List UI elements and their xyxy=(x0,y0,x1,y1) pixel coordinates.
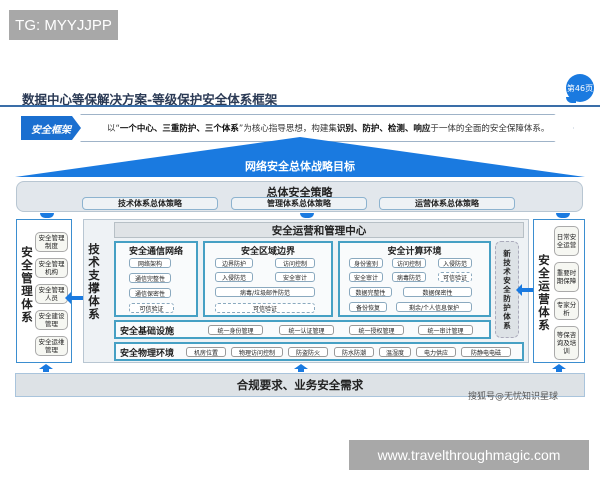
ops-item: 专家分析 xyxy=(554,298,579,320)
zone-title: 安全计算环境 xyxy=(387,247,442,257)
arrow-up-icon xyxy=(294,364,308,372)
zone-chip: 剩余/个人信息保护 xyxy=(396,302,472,312)
mgmt-item: 安全建设管理 xyxy=(35,310,68,330)
desc-bold-2: 识别、防护、检测、响应 xyxy=(336,124,431,134)
zone-compute-env: 安全计算环境 身份鉴别 访问控制 入侵防范 安全审计 病毒防范 可信验证 数据完… xyxy=(338,241,491,317)
ops-item: 日常安全运营 xyxy=(554,226,579,256)
zone-chip: 入侵防范 xyxy=(215,272,253,282)
tech-strategy: 技术体系总体策略 xyxy=(82,197,218,210)
physical-chip: 防静电电磁 xyxy=(461,347,511,357)
arrow-left-icon xyxy=(516,284,535,296)
mgmt-item: 安全管理人员 xyxy=(35,284,68,304)
watermark-bottom: www.travelthroughmagic.com xyxy=(349,440,589,470)
physical-env-title: 安全物理环境 xyxy=(120,349,175,359)
zone-chip: 通信完整性 xyxy=(129,273,171,283)
ops-item: 等保咨询及培训 xyxy=(554,326,579,360)
framework-description: 以“一个中心、三重防护、三个体系”为核心指导思想，构建集识别、防护、检测、响应于… xyxy=(80,114,574,142)
zone-chip: 可信验证 xyxy=(215,303,315,313)
new-tech-protection: 新技术安全防护体系 xyxy=(495,241,519,338)
zone-chip: 访问控制 xyxy=(392,258,426,268)
zone-chip: 病毒/垃圾邮件防范 xyxy=(215,287,315,297)
zone-chip: 备份恢复 xyxy=(349,302,387,312)
bidirectional-arrow-icon xyxy=(65,292,89,304)
source-credit: 搜狐号@无忧知识星球 xyxy=(468,392,559,402)
zone-chip: 通信保密性 xyxy=(129,288,171,298)
physical-chip: 温湿度 xyxy=(379,347,411,357)
zone-chip: 数据完整性 xyxy=(349,287,392,297)
management-system-title: 安全管理体系 xyxy=(21,245,33,324)
arrow-down-icon xyxy=(556,213,570,218)
infra-chip: 统一认证管理 xyxy=(279,325,334,335)
zone-chip: 数据保密性 xyxy=(403,287,472,297)
mgmt-item: 安全管理制度 xyxy=(35,232,68,252)
arrow-down-icon xyxy=(40,213,54,218)
page-title: 数据中心等保解决方案-等级保护安全体系框架 xyxy=(22,92,278,107)
desc-suffix: 于一体的全面的安全保障体系。 xyxy=(430,124,550,134)
infrastructure-band: 安全基础设施 统一身份管理 统一认证管理 统一授权管理 统一审计管理 xyxy=(114,320,491,339)
zone-chip: 安全审计 xyxy=(275,272,315,282)
physical-chip: 防盗防火 xyxy=(288,347,328,357)
ops-item: 重要时期保障 xyxy=(554,262,579,292)
zone-chip: 病毒防范 xyxy=(392,272,426,282)
management-system-panel: 安全管理体系 安全管理制度 安全管理机构 安全管理人员 安全建设管理 安全运维管… xyxy=(16,219,72,363)
physical-chip: 机房位置 xyxy=(186,347,226,357)
title-divider xyxy=(0,105,600,107)
infrastructure-title: 安全基础设施 xyxy=(120,327,175,337)
zone-chip: 网络架构 xyxy=(129,258,171,268)
arrow-down-icon xyxy=(300,213,314,218)
overall-strategy-title: 总体安全策略 xyxy=(266,186,333,199)
zone-title: 安全区域边界 xyxy=(240,247,295,257)
zone-chip: 边界防护 xyxy=(215,258,253,268)
ops-center-bar: 安全运营和管理中心 xyxy=(114,222,524,238)
mgmt-item: 安全运维管理 xyxy=(35,336,68,356)
zone-comm-network: 安全通信网络 网络架构 通信完整性 通信保密性 可信验证 xyxy=(114,241,198,317)
tech-support-title: 技术支撑体系 xyxy=(88,242,100,321)
operations-strategy: 运营体系总体策略 xyxy=(379,197,515,210)
watermark-top: TG: MYYJJPP xyxy=(9,10,118,40)
desc-bold-1: 一个中心、三重防护、三个体系 xyxy=(119,124,239,134)
strategic-goal-label: 网络安全总体战略目标 xyxy=(245,160,355,173)
zone-chip: 入侵防范 xyxy=(438,258,472,268)
infra-chip: 统一身份管理 xyxy=(208,325,263,335)
zone-chip: 安全审计 xyxy=(349,272,383,282)
physical-env-band: 安全物理环境 机房位置 物理访问控制 防盗防火 防水防潮 温湿度 电力供应 防静… xyxy=(114,342,524,361)
operations-system-panel: 安全运营体系 日常安全运营 重要时期保障 专家分析 等保咨询及培训 xyxy=(533,219,585,363)
desc-mid: ”为核心指导思想，构建集 xyxy=(238,124,337,134)
physical-chip: 电力供应 xyxy=(416,347,456,357)
zone-area-boundary: 安全区域边界 边界防护 访问控制 入侵防范 安全审计 病毒/垃圾邮件防范 可信验… xyxy=(203,241,333,317)
arrow-up-icon xyxy=(552,364,566,372)
zone-chip: 身份鉴别 xyxy=(349,258,383,268)
desc-prefix: 以“ xyxy=(107,124,120,134)
page-badge: 第46页 xyxy=(566,74,594,103)
compliance-base: 合规要求、业务安全需求 xyxy=(15,373,585,397)
zone-title: 安全通信网络 xyxy=(128,247,183,257)
operations-system-title: 安全运营体系 xyxy=(538,253,550,332)
overall-strategy-panel: 总体安全策略 技术体系总体策略 管理体系总体策略 运营体系总体策略 xyxy=(16,181,583,212)
physical-chip: 物理访问控制 xyxy=(231,347,283,357)
management-strategy: 管理体系总体策略 xyxy=(231,197,367,210)
framework-tag: 安全框架 xyxy=(21,116,81,140)
zone-chip: 可信验证 xyxy=(129,303,174,313)
infra-chip: 统一授权管理 xyxy=(349,325,404,335)
physical-chip: 防水防潮 xyxy=(334,347,374,357)
zone-chip: 访问控制 xyxy=(275,258,315,268)
arrow-up-icon xyxy=(39,364,53,372)
infra-chip: 统一审计管理 xyxy=(418,325,473,335)
zone-chip: 可信验证 xyxy=(438,272,472,282)
mgmt-item: 安全管理机构 xyxy=(35,258,68,278)
